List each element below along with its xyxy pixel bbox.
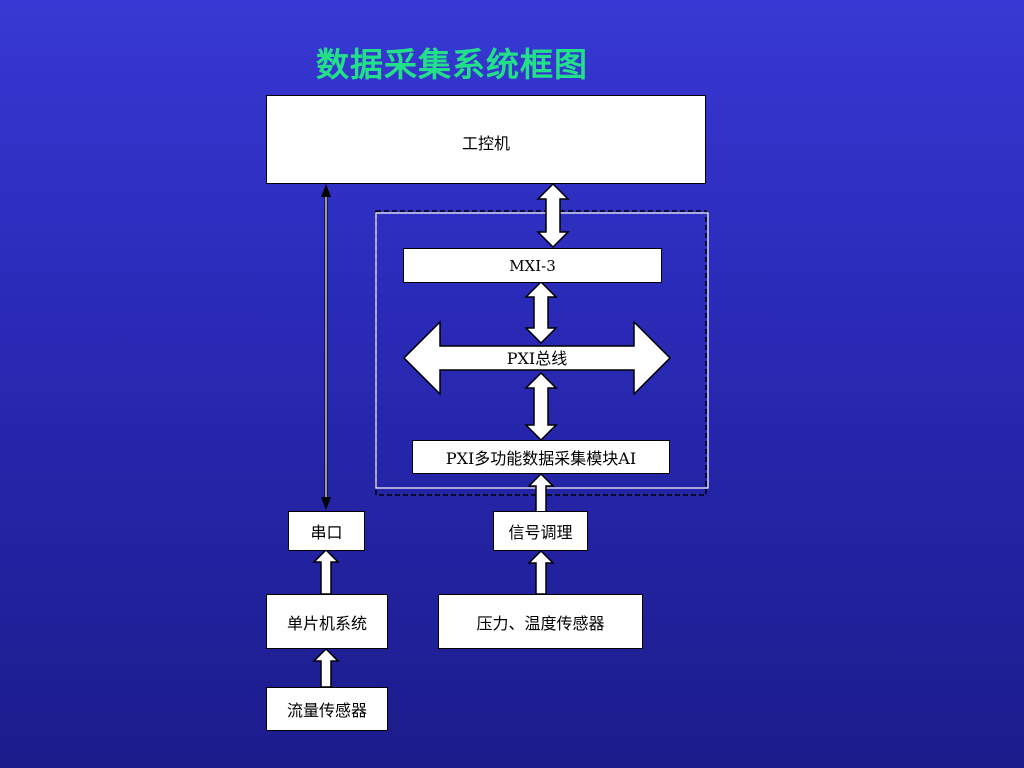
serial-link-arrow: [321, 184, 331, 510]
serial-port-box: 串口: [288, 511, 365, 551]
diagram-title: 数据采集系统框图: [316, 45, 588, 84]
pc-mxi3-double-arrow: [536, 182, 570, 249]
serial-port-label: 串口: [310, 523, 343, 542]
pxi-bus-label: PXI总线: [507, 349, 567, 368]
flow-sensor-box: 流量传感器: [266, 687, 388, 731]
sensor-to-conditioning-arrow: [527, 549, 555, 595]
mcu-system-label: 单片机系统: [286, 613, 367, 633]
signal-conditioning-label: 信号调理: [508, 523, 573, 542]
pressure-temp-sensor-label: 压力、温度传感器: [476, 613, 605, 633]
flow-sensor-label: 流量传感器: [286, 701, 367, 720]
mcu-to-serial-arrow: [312, 548, 340, 595]
mxi3-box: MXI-3: [403, 248, 662, 283]
daq-module-box: PXI多功能数据采集模块AI: [412, 440, 670, 474]
pressure-temp-sensor-box: 压力、温度传感器: [438, 594, 643, 649]
industrial-pc-box: 工控机: [266, 95, 706, 184]
signal-conditioning-box: 信号调理: [493, 511, 588, 551]
pxi-bus-arrow: [402, 320, 672, 396]
conditioning-to-daq-arrow: [527, 472, 555, 513]
daq-module-label: PXI多功能数据采集模块AI: [445, 449, 637, 468]
pxi-daq-double-arrow: [524, 371, 558, 442]
mcu-system-box: 单片机系统: [266, 594, 388, 649]
mxi3-label: MXI-3: [509, 256, 556, 275]
mxi3-pxi-double-arrow: [524, 280, 558, 345]
industrial-pc-label: 工控机: [461, 134, 510, 153]
flow-to-mcu-arrow: [312, 647, 340, 688]
